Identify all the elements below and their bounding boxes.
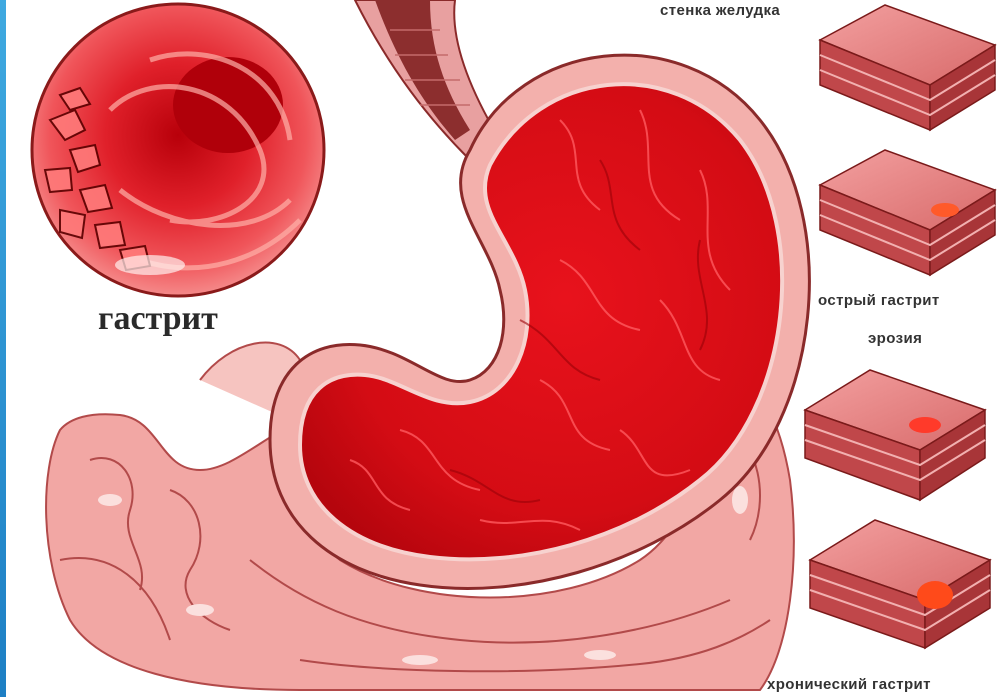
- tissue-block-acute: [820, 150, 995, 275]
- acute-gastritis-label: острый гастрит: [818, 292, 940, 309]
- tissue-block-erosion: [805, 370, 985, 500]
- tissue-block-normal: [820, 5, 995, 130]
- erosion-label: эрозия: [868, 330, 922, 347]
- gastritis-label: гастрит: [98, 300, 218, 338]
- stomach-wall-label: стенка желудка: [660, 2, 780, 19]
- magnified-mucosa-circle: [32, 4, 324, 296]
- tissue-block-chronic: [810, 520, 990, 648]
- chronic-gastritis-label: хронический гастрит: [767, 676, 931, 693]
